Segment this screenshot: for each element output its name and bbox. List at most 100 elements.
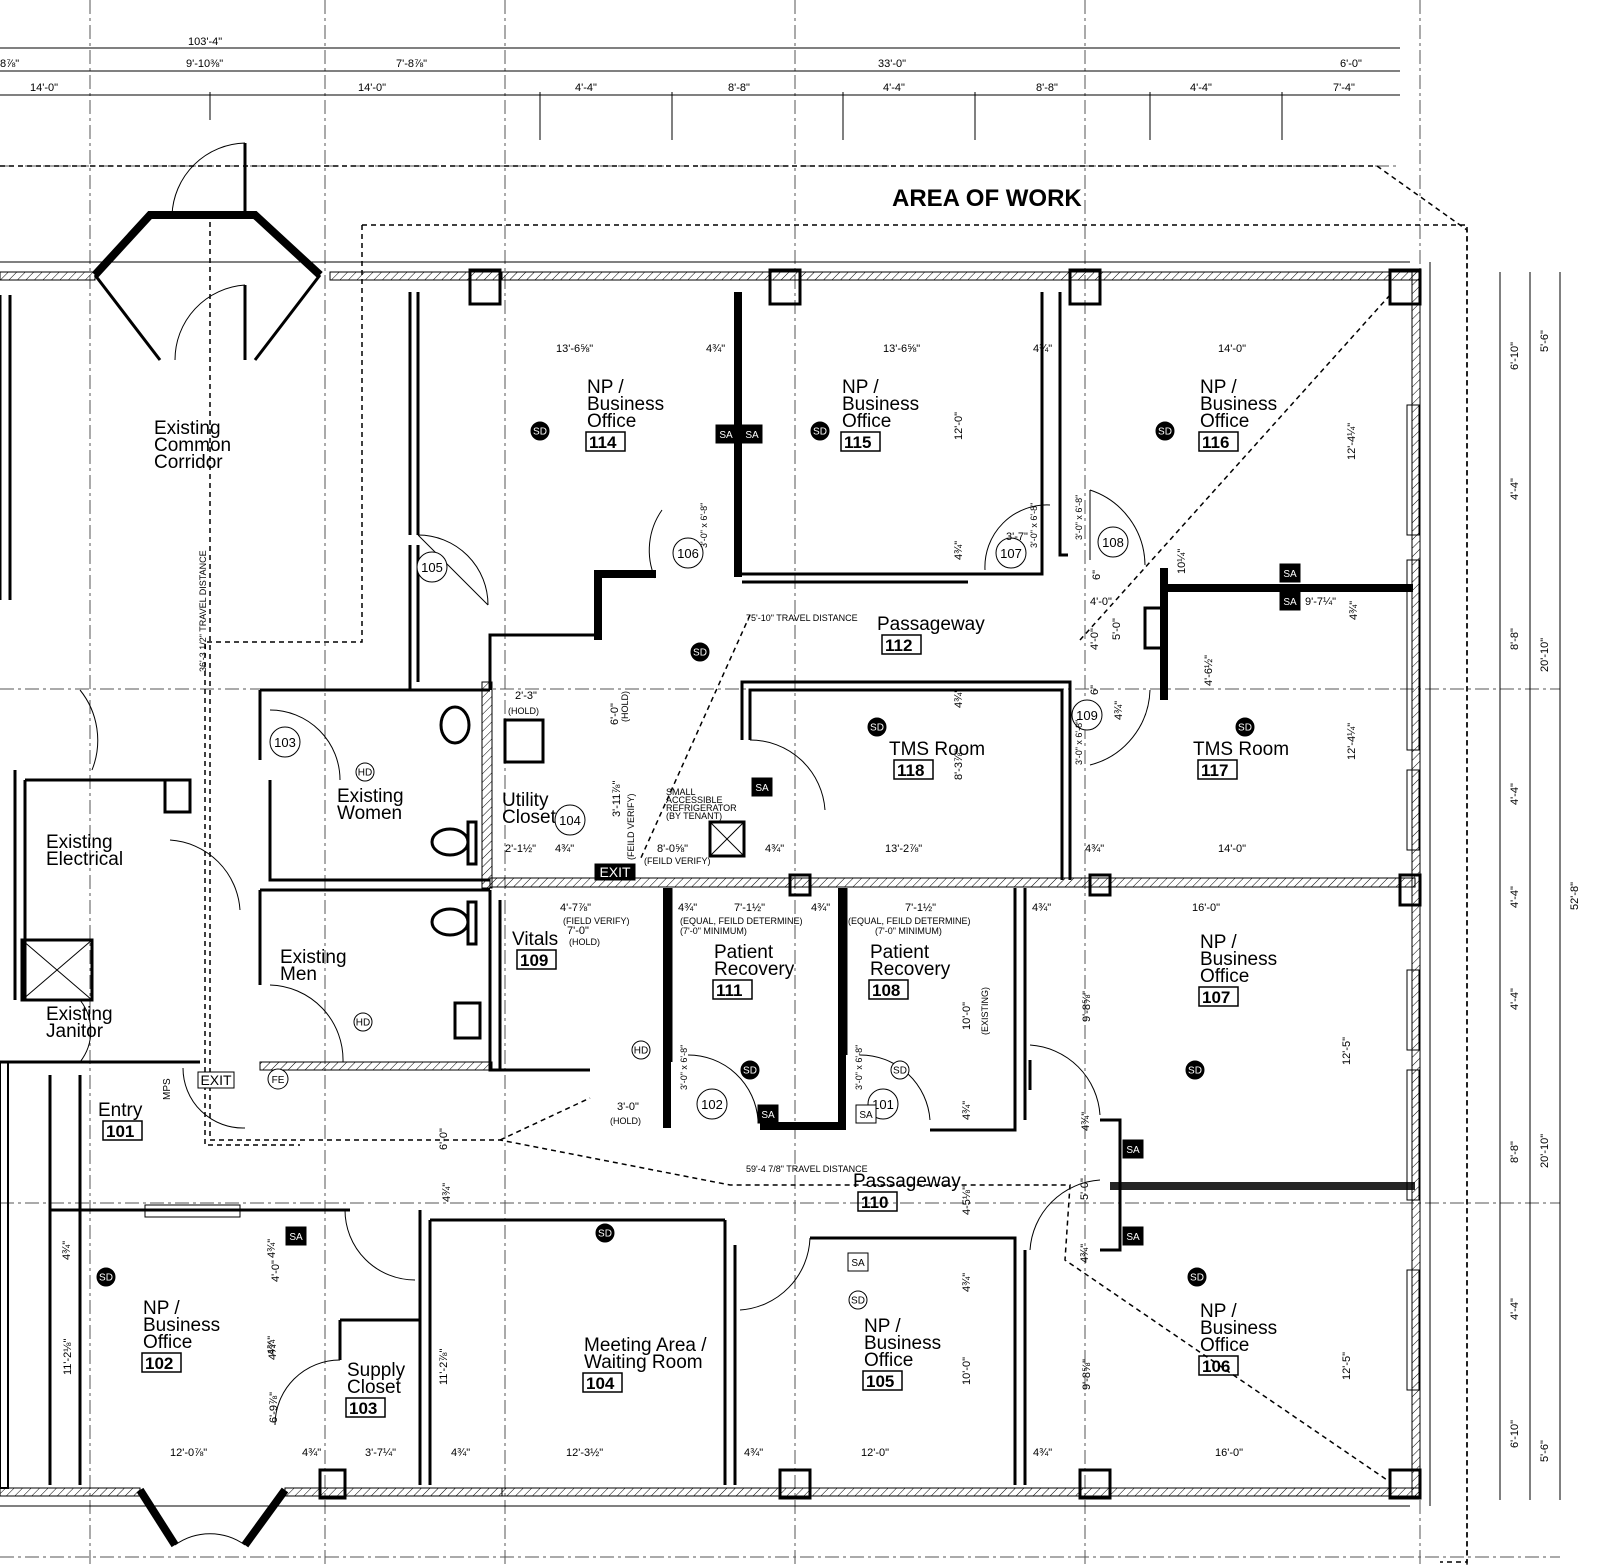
room-name: Passageway <box>877 614 985 635</box>
smoke-detector-icon: SD <box>595 1223 615 1243</box>
plan-notes: 75'-10" TRAVEL DISTANCE 59'-4 7/8" TRAVE… <box>198 550 990 1174</box>
room-name: Business <box>1200 949 1277 970</box>
dimension-label: 4¾" <box>706 343 725 355</box>
door-tag: 104 <box>554 804 586 836</box>
dimension-label: 4-5⅛" <box>961 1186 973 1215</box>
dimension-label: 4'-6½" <box>1203 655 1215 686</box>
svg-text:EXIT: EXIT <box>599 864 631 880</box>
fridge-note-2: ACCESSIBLE <box>666 795 723 805</box>
travel-distance-note-2: 59'-4 7/8" TRAVEL DISTANCE <box>746 1164 868 1174</box>
smoke-detector-icon: SD <box>1187 1267 1207 1287</box>
room-name: Office <box>587 411 636 432</box>
dimension-label: 4¾" <box>953 541 965 560</box>
room-number: 112 <box>885 636 912 655</box>
room-name: Office <box>1200 1335 1249 1356</box>
dimension-label: 4'-0" <box>270 1260 282 1282</box>
door-tag: 107 <box>995 537 1027 569</box>
right-dimensions: 6'-10" 4'-4" 8'-8" 4'-4" 4'-4" 4'-4" 8'-… <box>1499 272 1581 1500</box>
room-number: 117 <box>1201 761 1228 780</box>
hold-note-3: (HOLD) <box>610 1116 641 1126</box>
fridge-note-3: REFRIGERATOR <box>666 803 737 813</box>
svg-text:20'-10": 20'-10" <box>1539 1134 1551 1168</box>
existing-corridor-label: Corridor <box>154 452 223 473</box>
room-number: 105 <box>866 1372 894 1391</box>
door-size-note: 3'-0" x 6'-8" <box>1074 495 1084 540</box>
dimension-label: 6'-0" <box>438 1128 450 1150</box>
svg-text:8'-8": 8'-8" <box>1036 82 1058 94</box>
equal-note-2: (EQUAL, FEILD DETERMINE) <box>848 916 971 926</box>
svg-text:SA: SA <box>1283 569 1297 580</box>
room-name: NP / <box>842 377 879 398</box>
room-name: Office <box>1200 411 1249 432</box>
room-name: Business <box>842 394 919 415</box>
svg-text:102: 102 <box>701 1097 723 1112</box>
dimension-label: 13'-2⅞" <box>885 843 922 855</box>
existing-women-label: Existing <box>337 786 404 807</box>
speaker-alarm-icon: SA <box>751 777 773 797</box>
existing-electrical-label: Existing <box>46 832 113 853</box>
room-number-box <box>1198 1355 1239 1376</box>
svg-text:20'-10": 20'-10" <box>1539 638 1551 672</box>
room-number-box <box>345 1397 386 1418</box>
dimension-label: 4¾" <box>1079 1244 1091 1263</box>
svg-text:SA: SA <box>1283 597 1297 608</box>
feild-verify-note-2: (FEILD VERIFY) <box>626 793 636 860</box>
svg-text:107: 107 <box>1000 546 1022 561</box>
travel-paths <box>209 222 1391 1483</box>
room-number-box <box>516 949 557 970</box>
plumbing-fixtures <box>163 606 1165 1040</box>
smoke-detector-icon: SD <box>1185 1060 1205 1080</box>
room-name: Recovery <box>714 959 795 980</box>
room-number-box <box>840 431 881 452</box>
dimension-label: 3'-0" <box>617 1101 639 1113</box>
dimension-label: 2'-1½" <box>505 843 536 855</box>
dimension-label: 4'-7⅞" <box>560 902 591 914</box>
dimension-label: 4¾" <box>1085 843 1104 855</box>
dimension-label: 13'-6⅝" <box>556 343 593 355</box>
room-name: Office <box>143 1332 192 1353</box>
svg-text:SD: SD <box>99 1273 113 1284</box>
dimension-label: 4¾" <box>1080 1112 1092 1131</box>
room-number: 104 <box>586 1374 615 1393</box>
dimension-label: 7'-1½" <box>734 902 765 914</box>
dimension-label: 10'-0" <box>961 1357 973 1385</box>
dimension-label: 4¾" <box>555 843 574 855</box>
dimension-label: 12'-4¼" <box>1346 423 1358 460</box>
dimension-label: 4¾" <box>961 1101 973 1120</box>
fridge-note-1: SMALL <box>666 787 696 797</box>
dimension-label: 7'-0" <box>567 925 589 937</box>
room-number-box <box>1198 431 1239 452</box>
dimension-label: 4¾" <box>266 1239 278 1258</box>
svg-text:4'-4": 4'-4" <box>1509 478 1521 500</box>
dimension-label: 4¾" <box>765 843 784 855</box>
room-number-box <box>582 1372 623 1393</box>
svg-text:SD: SD <box>1188 1066 1202 1077</box>
svg-text:SA: SA <box>761 1110 775 1121</box>
door-size-note: 3'-0" x 6'-8" <box>699 503 709 548</box>
speaker-alarm-icon: SA <box>1279 591 1301 611</box>
smoke-detector-icon: SD <box>890 1060 910 1080</box>
svg-text:4'-4": 4'-4" <box>1509 886 1521 908</box>
room-number-box <box>862 1370 903 1391</box>
svg-text:109: 109 <box>1076 708 1098 723</box>
svg-text:4'-4": 4'-4" <box>1190 82 1212 94</box>
room-name: Business <box>1200 394 1277 415</box>
svg-text:SD: SD <box>693 648 707 659</box>
svg-text:SA: SA <box>755 783 769 794</box>
svg-text:SA: SA <box>1126 1145 1140 1156</box>
svg-text:SA: SA <box>719 430 733 441</box>
room-name: Closet <box>347 1377 402 1398</box>
existing-utility-label: Utility <box>502 790 549 811</box>
smoke-detector-icon: SD <box>1155 421 1175 441</box>
exit-sign-icon: EXIT <box>594 863 636 881</box>
room-name: NP / <box>587 377 624 398</box>
